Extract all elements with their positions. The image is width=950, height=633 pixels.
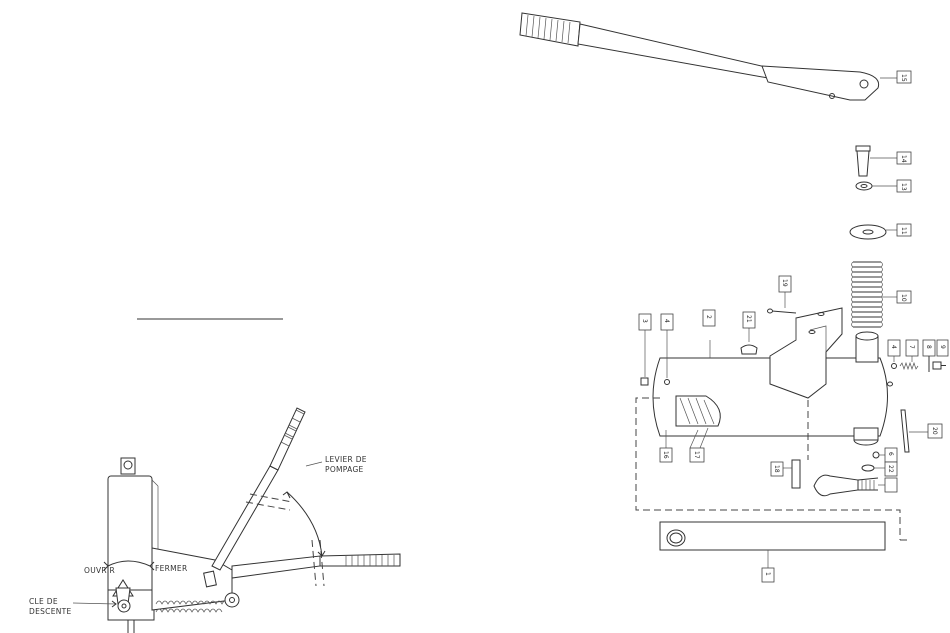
part-label-16: 16 — [662, 451, 669, 459]
part-label-22: 22 — [887, 465, 894, 473]
part-label-10: 10 — [900, 294, 907, 302]
part-1-base-plate — [660, 522, 885, 568]
open-label: OUVRIR — [84, 566, 115, 575]
part-6-ball — [873, 452, 885, 458]
assembled-jack-figure — [73, 408, 400, 633]
part-label-7: 7 — [908, 345, 915, 349]
part-label-13: 13 — [900, 183, 907, 191]
part-15-pump-lever — [520, 13, 898, 100]
part-21-filler-cap — [741, 328, 757, 354]
part-label-4: 4 — [663, 319, 670, 323]
part-label-18: 18 — [773, 465, 780, 473]
part-20-release-rod — [901, 410, 928, 452]
part-label-19: 19 — [781, 279, 788, 287]
part-label-1: 1 — [764, 572, 771, 576]
part-9-valve-screw — [933, 362, 946, 369]
part-19-pin — [768, 290, 797, 313]
part-label-3: 3 — [641, 319, 648, 323]
part-11-washer — [850, 225, 898, 239]
part-label-21: 21 — [745, 315, 752, 323]
part-label-2: 2 — [705, 315, 712, 319]
release-key-label-line1: CLE DE — [29, 597, 58, 606]
part-label-9: 9 — [939, 345, 946, 349]
part-13-seal — [856, 182, 898, 190]
part-label-15: 15 — [900, 74, 907, 82]
part-label-11: 11 — [900, 227, 907, 235]
part-label-4b: 4 — [890, 345, 897, 349]
part-label-6: 6 — [887, 452, 894, 456]
pump-lever-label-line2: POMPAGE — [325, 465, 364, 474]
pump-lever-label-line1: LEVIER DE — [325, 455, 367, 464]
part-label-17: 17 — [693, 451, 700, 459]
part-4b-ball — [892, 356, 897, 369]
part-7-valve-spring — [900, 356, 918, 369]
release-key-label-line2: DESCENTE — [29, 607, 72, 616]
part-18-bolt — [783, 460, 800, 488]
part-22-oring — [862, 465, 885, 471]
part-5-release-screw — [814, 475, 885, 496]
part-label-8: 8 — [925, 345, 932, 349]
part-label-20: 20 — [931, 427, 938, 435]
part-3-plug — [641, 330, 648, 385]
part-10-spring — [852, 262, 899, 327]
part-2-pump-body — [653, 332, 893, 445]
close-label: FERMER — [155, 564, 188, 573]
part-14-pump-piston — [856, 146, 898, 176]
part-label-14: 14 — [900, 155, 907, 163]
